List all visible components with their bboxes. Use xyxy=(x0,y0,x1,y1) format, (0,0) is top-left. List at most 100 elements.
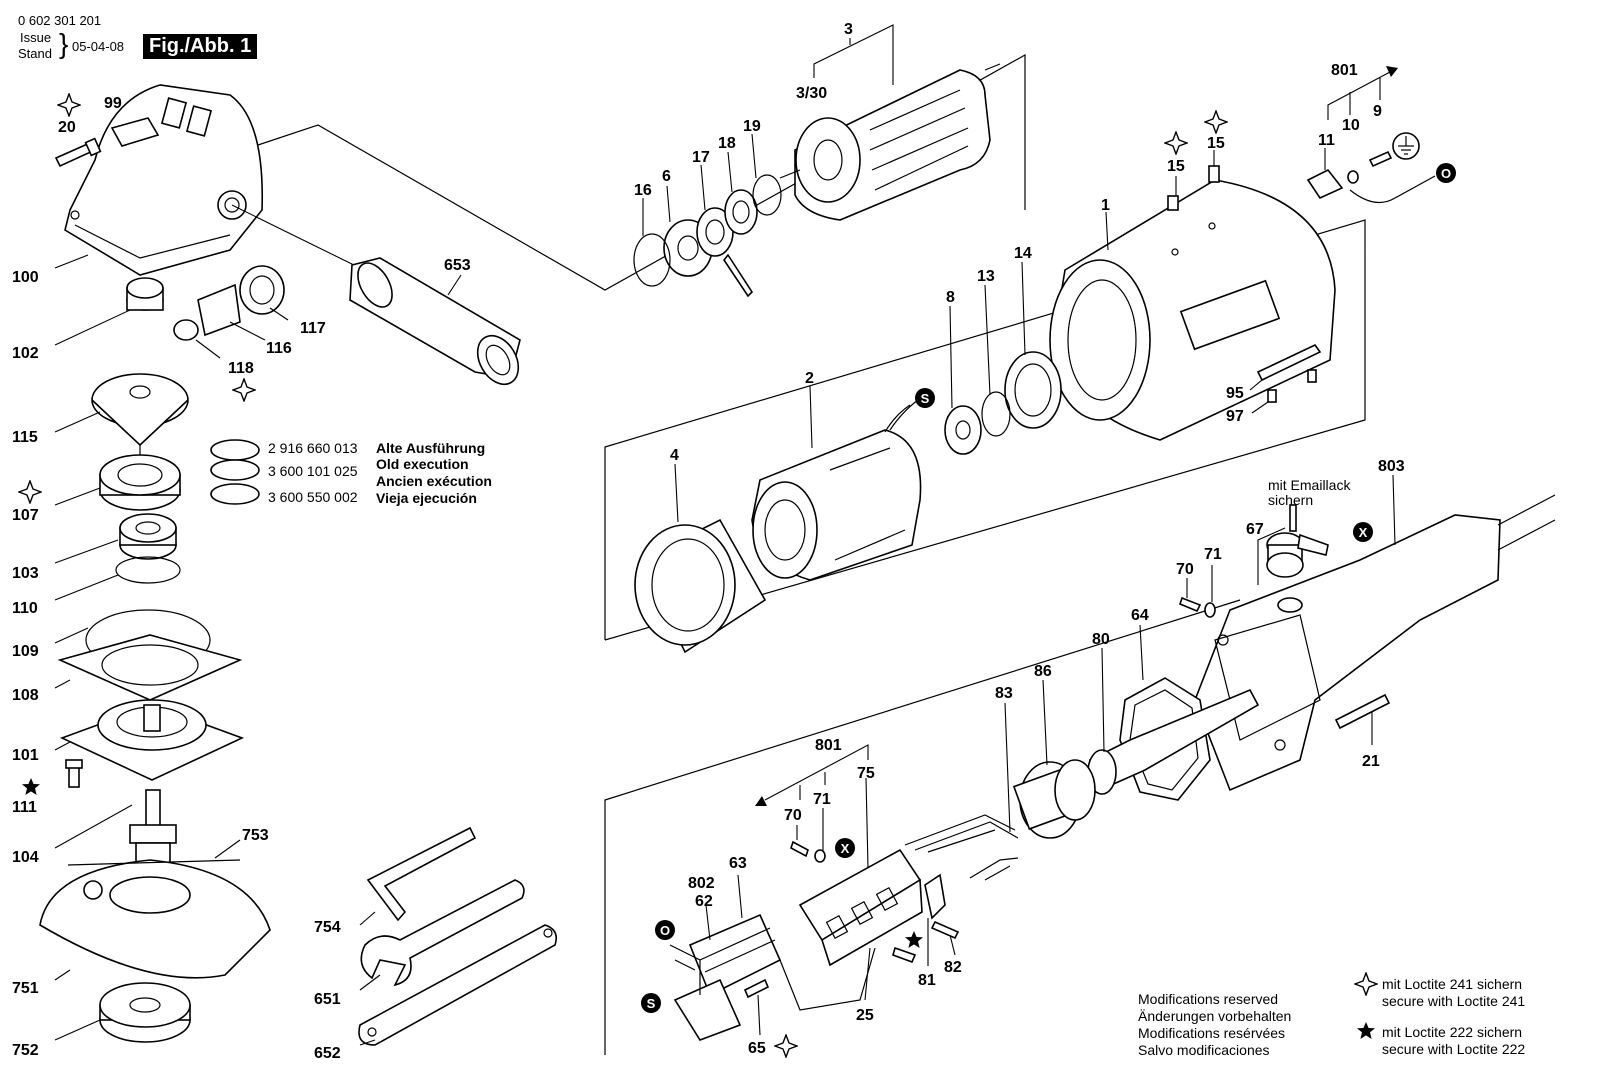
figure-title: Fig./Abb. 1 xyxy=(143,34,258,59)
part-label-652: 652 xyxy=(314,1045,341,1062)
part-label-97: 97 xyxy=(1226,408,1244,425)
issue-label: Issue xyxy=(20,30,52,45)
rubber-ring-14 xyxy=(1004,351,1062,429)
marker-s-motor: S xyxy=(915,388,935,408)
part-label-110: 110 xyxy=(12,600,38,617)
screw-20 xyxy=(54,137,102,168)
part-label-754: 754 xyxy=(314,919,341,936)
part-label-20: 20 xyxy=(58,119,76,136)
frame-switch-group xyxy=(604,599,1241,1055)
svg-text:O: O xyxy=(660,923,670,938)
part-label-99: 99 xyxy=(104,95,122,112)
part-label-17: 17 xyxy=(692,149,710,166)
old-exec-number-3: 3 600 550 002 xyxy=(268,489,358,505)
bearing-8 xyxy=(944,405,982,455)
old-exec-text-4: Vieja ejecución xyxy=(376,490,477,506)
modifications-line-es: Salvo modificaciones xyxy=(1138,1042,1270,1058)
air-guide-ring-4 xyxy=(634,518,767,654)
part-label-65: 65 xyxy=(748,1040,766,1057)
earth-lead-9 xyxy=(1306,150,1436,204)
part-label-753: 753 xyxy=(242,827,269,844)
loctite-241-star-15a xyxy=(1164,131,1188,155)
part-label-63: 63 xyxy=(729,855,747,872)
document-number: 0 602 301 201 xyxy=(18,13,102,28)
screw-21 xyxy=(1334,693,1391,730)
bevel-gear-115 xyxy=(91,373,189,470)
issue-brace: } xyxy=(59,28,69,59)
washer-17 xyxy=(696,207,734,257)
old-exec-text-3: Ancien exécution xyxy=(376,473,492,489)
cap-67 xyxy=(1266,504,1329,613)
part-label-81: 81 xyxy=(918,972,936,989)
part-label-71-bottom: 71 xyxy=(813,791,831,808)
protective-guard-753 xyxy=(39,859,271,979)
leader-lines xyxy=(54,133,1396,1046)
part-label-115: 115 xyxy=(12,429,38,446)
part-label-8: 8 xyxy=(946,289,955,306)
part-label-70-bottom: 70 xyxy=(784,807,802,824)
loctite-222-star-111 xyxy=(22,778,40,795)
svg-text:S: S xyxy=(921,391,930,406)
pinion-117-116-118 xyxy=(173,265,285,341)
marker-s-bottom: S xyxy=(641,993,661,1013)
part-labels: 20 99 100 102 653 117 116 118 115 107 10… xyxy=(12,21,1405,1062)
leads-83 xyxy=(904,814,1019,881)
part-label-108: 108 xyxy=(12,687,39,704)
frame-armature-group xyxy=(257,53,1026,291)
loctite-241-legend: mit Loctite 241 sichern secure with Loct… xyxy=(1382,976,1525,1010)
bracket-3 xyxy=(813,24,894,85)
part-label-651: 651 xyxy=(314,991,341,1008)
bearing-plate-101 xyxy=(59,699,245,781)
bracket-67 xyxy=(1257,527,1286,585)
issue-date: 05-04-08 xyxy=(72,39,125,54)
screw-111 xyxy=(65,759,83,788)
part-label-86: 86 xyxy=(1034,663,1052,680)
emaillack-line-2: sichern xyxy=(1268,492,1313,508)
frame-motor-group xyxy=(604,219,1366,641)
svg-text:S: S xyxy=(647,996,656,1011)
part-label-15a: 15 xyxy=(1167,158,1185,175)
old-execution-rings xyxy=(210,439,260,505)
ball-bearing-103 xyxy=(119,513,177,560)
rear-handle-803 xyxy=(1194,494,1556,792)
part-label-801-bottom: 801 xyxy=(815,737,842,754)
part-label-751: 751 xyxy=(12,980,39,997)
part-label-111: 111 xyxy=(12,799,37,816)
marker-o-bottom: O xyxy=(655,920,675,940)
part-label-13: 13 xyxy=(977,268,995,285)
modifications-notice: Modifications reserved Änderungen vorbeh… xyxy=(1138,991,1291,1059)
auxiliary-handle-653 xyxy=(349,257,521,386)
modifications-line-fr: Modifications resérvées xyxy=(1138,1025,1286,1041)
loctite-222-star-81 xyxy=(905,931,923,948)
suppressor-86 xyxy=(1012,759,1096,839)
loctite-241-star-118 xyxy=(232,378,256,402)
type-label-99 xyxy=(110,117,160,147)
part-label-101: 101 xyxy=(12,747,39,764)
loctite-241-line-2: secure with Loctite 241 xyxy=(1382,993,1526,1009)
switch-75 xyxy=(798,848,923,967)
old-execution-table: 2 916 660 013 Alte Ausführung 3 600 101 … xyxy=(268,440,492,506)
part-label-103: 103 xyxy=(12,565,39,582)
screws-15 xyxy=(1167,165,1220,211)
part-label-15b: 15 xyxy=(1207,135,1225,152)
part-label-19: 19 xyxy=(743,118,761,135)
o-ring-13 xyxy=(981,391,1011,437)
bracket-801-bottom xyxy=(755,744,869,806)
part-label-4: 4 xyxy=(670,447,679,464)
part-label-71-top: 71 xyxy=(1204,546,1222,563)
part-label-67: 67 xyxy=(1246,521,1264,538)
part-label-803: 803 xyxy=(1378,458,1405,475)
loctite-222-line-2: secure with Loctite 222 xyxy=(1382,1041,1526,1057)
part-label-16: 16 xyxy=(634,182,652,199)
o-ring-16 xyxy=(633,233,671,287)
loctite-241-star-15b xyxy=(1204,110,1228,134)
svg-text:X: X xyxy=(1359,525,1368,540)
open-spanner-651 xyxy=(360,879,525,987)
loctite-222-legend: mit Loctite 222 sichern secure with Loct… xyxy=(1382,1024,1525,1058)
pin-spanner-652 xyxy=(358,924,558,1046)
needle-bearing-102 xyxy=(126,277,164,311)
part-label-14: 14 xyxy=(1014,245,1032,262)
part-label-80: 80 xyxy=(1092,631,1110,648)
loctite-241-star-107 xyxy=(18,480,42,504)
